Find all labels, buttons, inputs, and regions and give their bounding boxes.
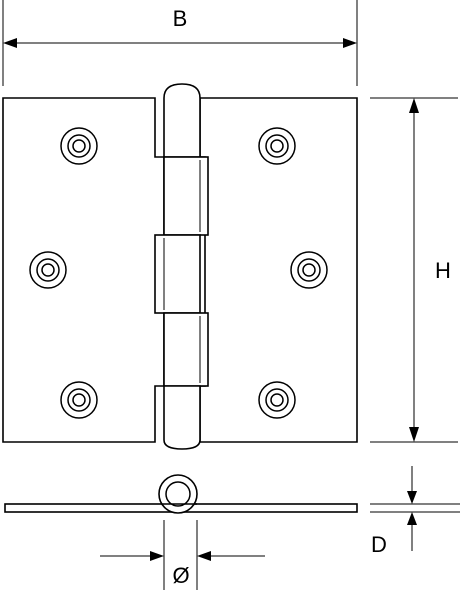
side-view-knuckle-inner [165, 481, 191, 507]
dimension-diameter-arrow-right [197, 551, 211, 561]
knuckle-segment-3 [163, 312, 209, 387]
dimension-d-label: D [371, 532, 387, 557]
dimension-diameter: Ø [100, 520, 265, 590]
dimension-h-arrow-bottom [409, 427, 419, 442]
screw-hole-left-bottom [60, 381, 98, 419]
dimension-b-arrow-right [343, 38, 357, 48]
dimension-h: H [370, 97, 458, 443]
hinge-side-view [4, 474, 358, 514]
knuckle-segment-1 [163, 156, 209, 236]
side-view-knuckle-outer [158, 474, 198, 514]
dimension-d: D [370, 466, 460, 557]
dimension-b-arrow-left [3, 38, 17, 48]
screw-hole-left-middle [29, 251, 67, 289]
knuckle-top [163, 83, 201, 158]
dimension-h-arrow-top [409, 98, 419, 113]
screw-hole-left-top [60, 127, 98, 165]
knuckle-segment-2 [154, 234, 201, 314]
dimension-h-label: H [435, 258, 451, 283]
dimension-diameter-arrow-left [150, 551, 164, 561]
screw-hole-right-middle [290, 251, 328, 289]
screw-hole-right-bottom [258, 381, 296, 419]
hinge-knuckle [154, 83, 209, 450]
knuckle-bottom [163, 385, 201, 450]
dimension-b: B [2, 0, 358, 86]
screw-holes [29, 127, 328, 419]
screw-hole-right-top [258, 127, 296, 165]
dimension-d-arrow-top [407, 491, 417, 504]
dimension-d-arrow-bottom [407, 512, 417, 525]
hinge-right-leaf [199, 97, 358, 443]
dimension-diameter-label: Ø [172, 563, 189, 588]
dimension-b-label: B [173, 6, 188, 31]
